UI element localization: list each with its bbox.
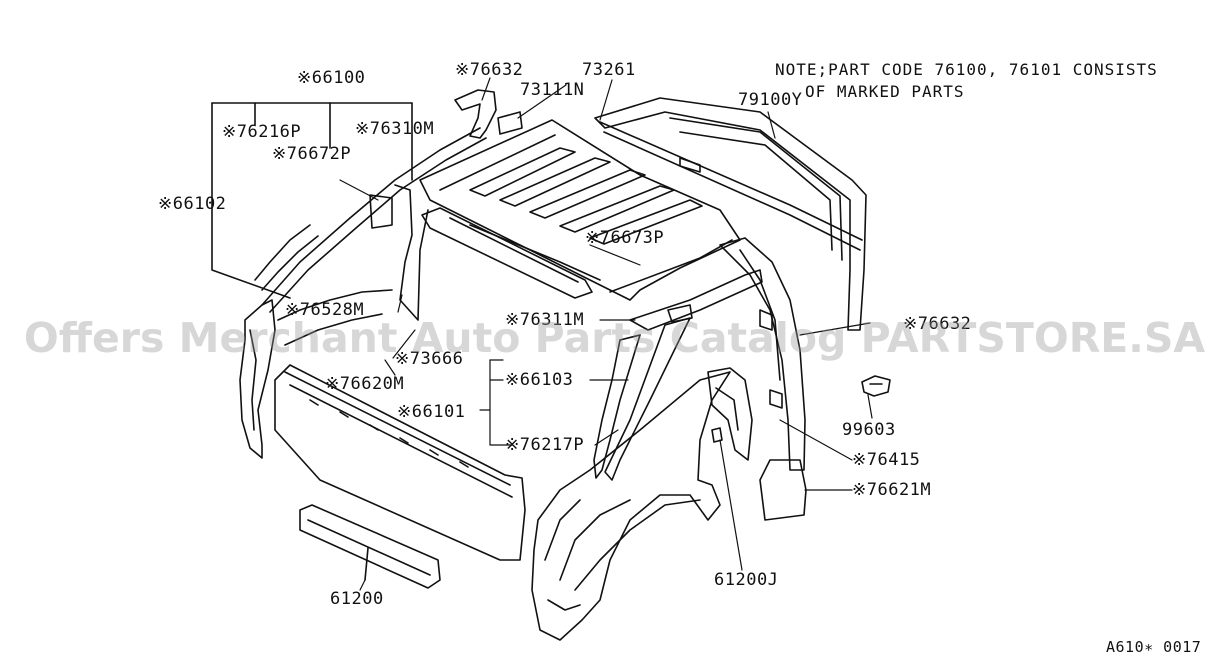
part-label-76528M: ※76528M (285, 300, 365, 320)
bracket-61200J (712, 428, 722, 442)
right-quarter-outer (532, 372, 730, 640)
upper-pillar-76632 (455, 90, 522, 138)
left-roof-rail (255, 128, 486, 312)
part-label-76632-upper: ※76632 (455, 60, 524, 80)
part-label-66101: ※66101 (397, 402, 466, 422)
part-label-76216P: ※76216P (222, 122, 302, 142)
right-roof-rail (594, 270, 762, 480)
part-label-76311M: ※76311M (505, 310, 585, 330)
part-label-76673P: ※76673P (585, 228, 665, 248)
part-label-76620M: ※76620M (325, 374, 405, 394)
part-label-76672P: ※76672P (272, 144, 352, 164)
part-label-73666: ※73666 (395, 349, 464, 369)
part-label-76310M: ※76310M (355, 119, 435, 139)
part-label-76621M: ※76621M (852, 480, 932, 500)
left-quarter-inner (240, 185, 428, 458)
part-label-66102: ※66102 (158, 194, 227, 214)
leader-lines (340, 78, 872, 590)
part-label-99603: 99603 (842, 420, 896, 440)
rear-frame-79100Y (595, 98, 866, 330)
part-label-76632-lower: ※76632 (903, 314, 972, 334)
diagram-code: A610∗ 0017 (1106, 638, 1202, 656)
clip-99603 (862, 376, 890, 396)
roof-bow (422, 208, 592, 298)
part-label-61200J: 61200J (714, 570, 779, 590)
right-quarter-upper (720, 238, 805, 470)
part-label-61200: 61200 (330, 589, 384, 609)
part-label-79100Y: 79100Y (738, 90, 803, 110)
part-label-66100: ※66100 (297, 68, 366, 88)
part-label-73261: 73261 (582, 60, 636, 80)
part-label-66103: ※66103 (505, 370, 574, 390)
roof-panel (420, 120, 740, 300)
part-label-73111N: 73111N (520, 80, 585, 100)
watermark: Offers Merchant Auto Parts Catalog PARTS… (23, 314, 1206, 362)
wheelhouse-76415 (708, 368, 752, 460)
part-label-76415: ※76415 (852, 450, 921, 470)
part-label-76217P: ※76217P (505, 435, 585, 455)
lower-panel-76621M (760, 460, 806, 520)
crossmember-61200 (300, 505, 440, 588)
rear-panel (275, 365, 525, 560)
note-line-2: OF MARKED PARTS (805, 82, 965, 101)
note-line-1: NOTE;PART CODE 76100, 76101 CONSISTS (775, 60, 1158, 79)
